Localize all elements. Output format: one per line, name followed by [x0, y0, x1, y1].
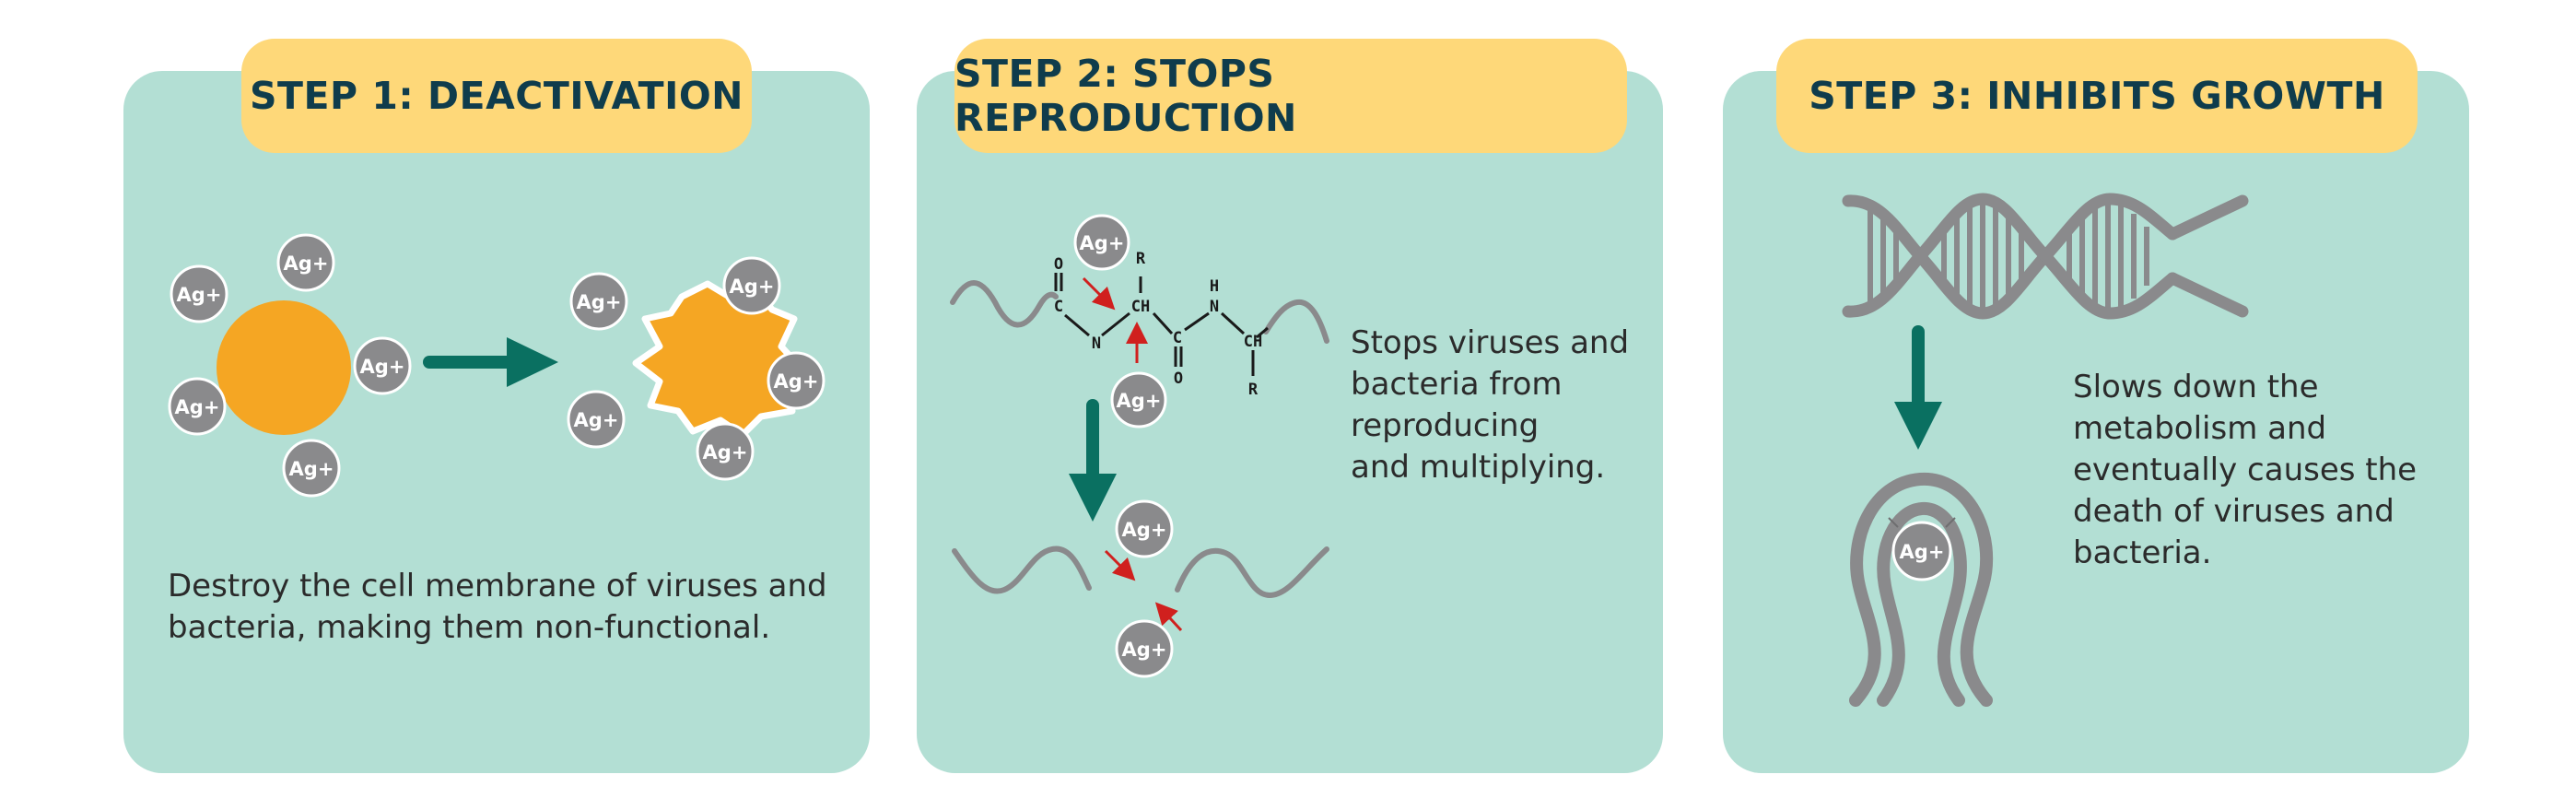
dna-helix: [1842, 193, 2249, 320]
ion-marker: Ag+: [168, 377, 227, 436]
svg-text:O: O: [1174, 370, 1183, 388]
svg-text:C: C: [1054, 298, 1063, 316]
ion-marker: Ag+: [353, 336, 412, 395]
step-3-illustration: Ag+: [1842, 193, 2249, 707]
strand-left: [950, 280, 1059, 328]
ruptured-cell: [632, 280, 803, 439]
svg-text:Ag+: Ag+: [1122, 639, 1167, 661]
step-2-card: [917, 71, 1663, 773]
svg-text:Ag+: Ag+: [1117, 390, 1162, 412]
step-3-title: STEP 3: INHIBITS GROWTH: [1776, 39, 2418, 153]
step-3-card: [1723, 71, 2469, 773]
svg-text:C: C: [1173, 329, 1182, 347]
ion-marker: Ag+: [1115, 619, 1174, 678]
step-1-description: Destroy the cell membrane of viruses and…: [168, 568, 827, 646]
growth-down-arrow: [1894, 325, 1942, 450]
svg-text:Ag+: Ag+: [360, 356, 405, 378]
svg-text:N: N: [1092, 334, 1101, 353]
attack-arrow: [1082, 276, 1116, 311]
svg-text:Ag+: Ag+: [577, 291, 622, 313]
svg-text:R: R: [1136, 250, 1146, 268]
svg-text:CH: CH: [1244, 333, 1262, 351]
strand-right: [1263, 299, 1329, 344]
ion-marker: Ag+: [1115, 499, 1174, 558]
ion-marker: Ag+: [1073, 214, 1130, 271]
deactivation-arrow: [423, 337, 558, 387]
cleave-arrow: [1104, 549, 1136, 581]
ion-marker: Ag+: [1110, 371, 1167, 428]
broken-strand-right: [1175, 546, 1329, 599]
step-1-illustration: Ag+ Ag+ Ag+ Ag+ Ag+ Ag+ Ag+ Ag+ Ag+ Ag+: [168, 233, 825, 498]
collapsed-strand-outer: [1849, 472, 1993, 707]
svg-text:CH: CH: [1131, 298, 1150, 316]
svg-text:Ag+: Ag+: [284, 252, 329, 275]
intact-cell: [217, 300, 351, 435]
ion-marker: Ag+: [569, 272, 628, 331]
svg-text:Ag+: Ag+: [175, 396, 220, 418]
ion-marker: Ag+: [722, 256, 781, 315]
svg-text:Ag+: Ag+: [1900, 541, 1945, 563]
ion-marker: Ag+: [767, 351, 825, 410]
step-2-title: STEP 2: STOPS REPRODUCTION: [954, 39, 1627, 153]
ion-marker: Ag+: [1891, 521, 1952, 581]
step-1-title: STEP 1: DEACTIVATION: [241, 39, 752, 153]
svg-text:N: N: [1210, 298, 1219, 316]
ion-marker: Ag+: [282, 439, 341, 498]
ion-marker: Ag+: [567, 390, 626, 449]
svg-text:Ag+: Ag+: [289, 458, 334, 480]
collapsed-strand-inner: [1877, 502, 1967, 707]
ion-marker: Ag+: [276, 233, 335, 292]
svg-text:R: R: [1248, 381, 1259, 399]
svg-text:H: H: [1210, 277, 1219, 296]
step-2-illustration: O C N CH R C O H N CH R Ag+ Ag+ Ag+ Ag+: [950, 214, 1329, 678]
peptide-bonds: [1054, 273, 1269, 376]
svg-text:Ag+: Ag+: [774, 370, 819, 393]
ion-marker: Ag+: [170, 264, 228, 323]
step-3-description: Slows down the metabolism and eventually…: [2073, 369, 2418, 571]
svg-text:O: O: [1054, 255, 1063, 274]
cleave-arrow: [1154, 602, 1183, 632]
svg-text:Ag+: Ag+: [703, 441, 748, 464]
reproduction-down-arrow: [1069, 399, 1117, 522]
svg-text:Ag+: Ag+: [730, 276, 775, 298]
tension-marks: [1888, 517, 1956, 528]
svg-text:Ag+: Ag+: [1122, 519, 1167, 541]
svg-text:Ag+: Ag+: [574, 409, 619, 431]
ion-marker: Ag+: [696, 422, 755, 481]
step-2-description: Stops viruses and bacteria from reproduc…: [1351, 324, 1630, 486]
svg-text:Ag+: Ag+: [1080, 232, 1125, 254]
svg-text:Ag+: Ag+: [177, 284, 222, 306]
broken-strand-left: [952, 546, 1092, 594]
